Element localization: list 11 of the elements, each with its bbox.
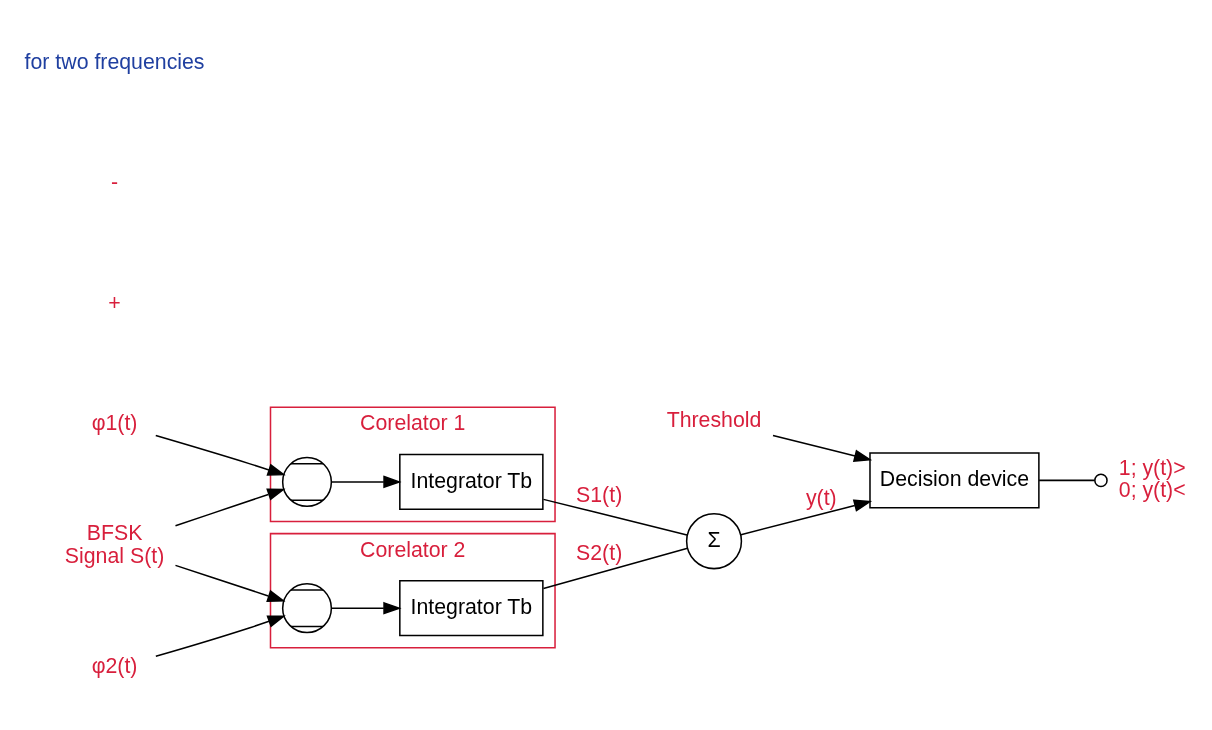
node-text: BFSK Signal S(t) [64, 520, 165, 568]
node-text: 1; y(t)> 0; y(t)< [1118, 455, 1186, 502]
label: - [111, 169, 119, 194]
node-text: φ1(t) [91, 410, 138, 435]
edge-label: S1(t) [576, 482, 623, 507]
edge-label: y(t) [805, 485, 837, 510]
node-text: φ2(t) [91, 653, 138, 678]
node-text: Threshold [666, 407, 762, 432]
label: for two frequencies [24, 49, 205, 74]
edge-label: S2(t) [576, 540, 623, 565]
label: + [108, 290, 121, 315]
